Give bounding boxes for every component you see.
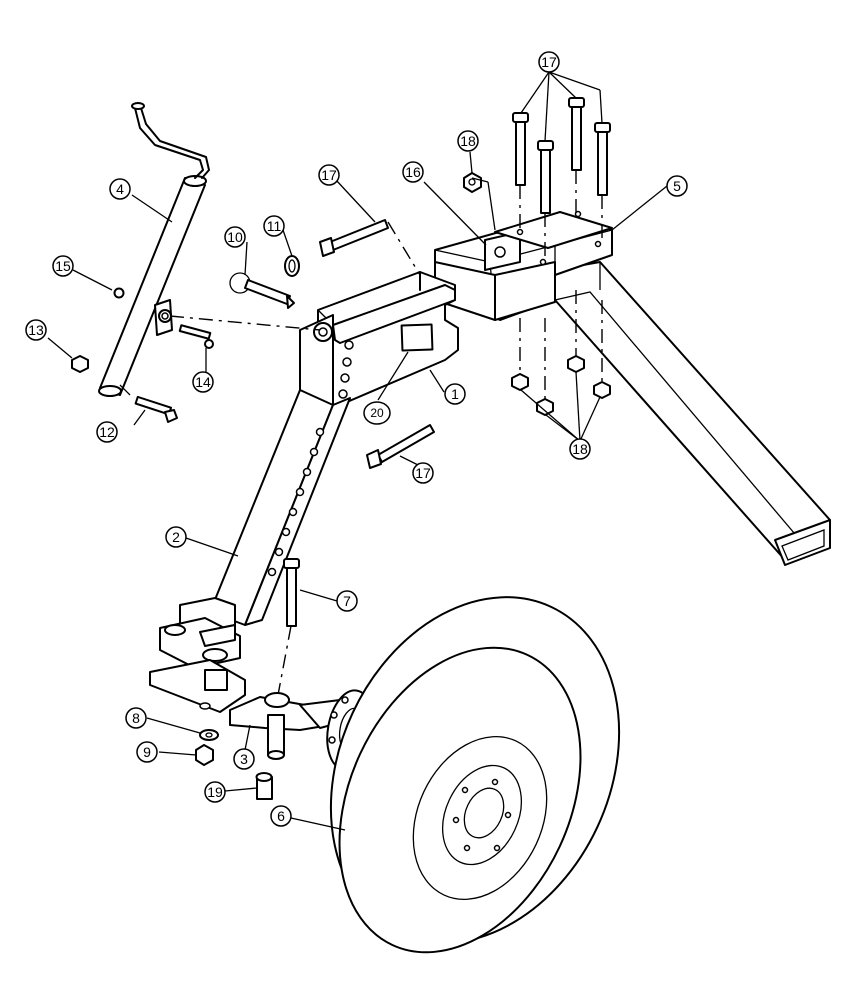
callout-10: 10 xyxy=(224,226,246,248)
callout-3: 3 xyxy=(233,748,255,770)
bolt-17-upper xyxy=(319,219,389,257)
callout-18-top: 18 xyxy=(457,130,479,152)
jack-pin-line xyxy=(169,315,321,331)
svg-text:1: 1 xyxy=(451,386,459,402)
nut-13 xyxy=(71,355,89,373)
jack xyxy=(98,102,210,397)
callout-5: 5 xyxy=(666,175,688,197)
tongue-nuts xyxy=(511,355,611,416)
callout-8: 8 xyxy=(125,707,147,729)
svg-text:11: 11 xyxy=(267,218,282,234)
washer-8 xyxy=(199,729,219,741)
svg-text:12: 12 xyxy=(99,424,115,440)
svg-text:9: 9 xyxy=(143,744,151,760)
stand-lower-bracket xyxy=(159,597,241,669)
swivel-base-plate xyxy=(149,659,246,713)
callout-17-upper: 17 xyxy=(318,164,340,186)
callout-16: 16 xyxy=(402,161,424,183)
svg-text:19: 19 xyxy=(207,784,223,800)
svg-text:17: 17 xyxy=(541,54,557,70)
stand-tube xyxy=(209,389,351,626)
callout-4: 4 xyxy=(109,178,131,200)
pin-10 xyxy=(229,272,295,309)
svg-text:18: 18 xyxy=(460,133,476,149)
callout-11: 11 xyxy=(263,215,285,237)
nut-9 xyxy=(195,744,214,766)
svg-text:18: 18 xyxy=(572,441,588,457)
svg-text:5: 5 xyxy=(673,178,681,194)
upper-mount-plate xyxy=(299,271,459,409)
svg-text:8: 8 xyxy=(132,710,140,726)
svg-text:14: 14 xyxy=(195,374,211,390)
washer-8-hole xyxy=(205,732,213,738)
callout-14: 14 xyxy=(192,371,214,393)
callout-18-lower: 18 xyxy=(569,438,591,460)
svg-text:7: 7 xyxy=(343,593,351,609)
bolt-14 xyxy=(178,324,214,349)
svg-text:6: 6 xyxy=(277,808,285,824)
bushing-19 xyxy=(255,772,273,800)
callout-9: 9 xyxy=(136,741,158,763)
callout-15: 15 xyxy=(52,255,74,277)
wheel xyxy=(329,596,621,954)
callout-6: 6 xyxy=(270,805,292,827)
callout-17-top: 17 xyxy=(538,51,560,73)
svg-text:4: 4 xyxy=(116,181,124,197)
callout-17-lower: 17 xyxy=(412,462,434,484)
bolt-12 xyxy=(134,395,178,423)
svg-text:20: 20 xyxy=(370,406,384,420)
svg-text:2: 2 xyxy=(172,529,180,545)
svg-text:17: 17 xyxy=(321,167,337,183)
callout-19: 19 xyxy=(204,781,226,803)
bolt-17-upper-line xyxy=(387,221,421,276)
bolt-17-lower xyxy=(366,424,435,469)
callout-2: 2 xyxy=(165,526,187,548)
bolt-7 xyxy=(283,558,300,627)
tongue-bolts xyxy=(512,97,611,400)
callout-12: 12 xyxy=(96,421,118,443)
svg-text:10: 10 xyxy=(227,229,243,245)
callout-1: 1 xyxy=(444,383,466,405)
svg-text:15: 15 xyxy=(55,258,71,274)
tongue-plate xyxy=(494,210,613,266)
tongue-tube xyxy=(554,261,831,566)
svg-text:3: 3 xyxy=(240,751,248,767)
bolt-7-line xyxy=(277,625,292,696)
clip-11 xyxy=(284,255,300,277)
nut-18-top xyxy=(463,172,482,193)
callout-7: 7 xyxy=(336,590,358,612)
callout-13: 13 xyxy=(25,319,47,341)
callout-20: 20 xyxy=(363,401,391,425)
svg-text:13: 13 xyxy=(28,322,44,338)
svg-text:17: 17 xyxy=(415,465,431,481)
nut-15 xyxy=(113,287,125,299)
svg-text:16: 16 xyxy=(405,164,421,180)
